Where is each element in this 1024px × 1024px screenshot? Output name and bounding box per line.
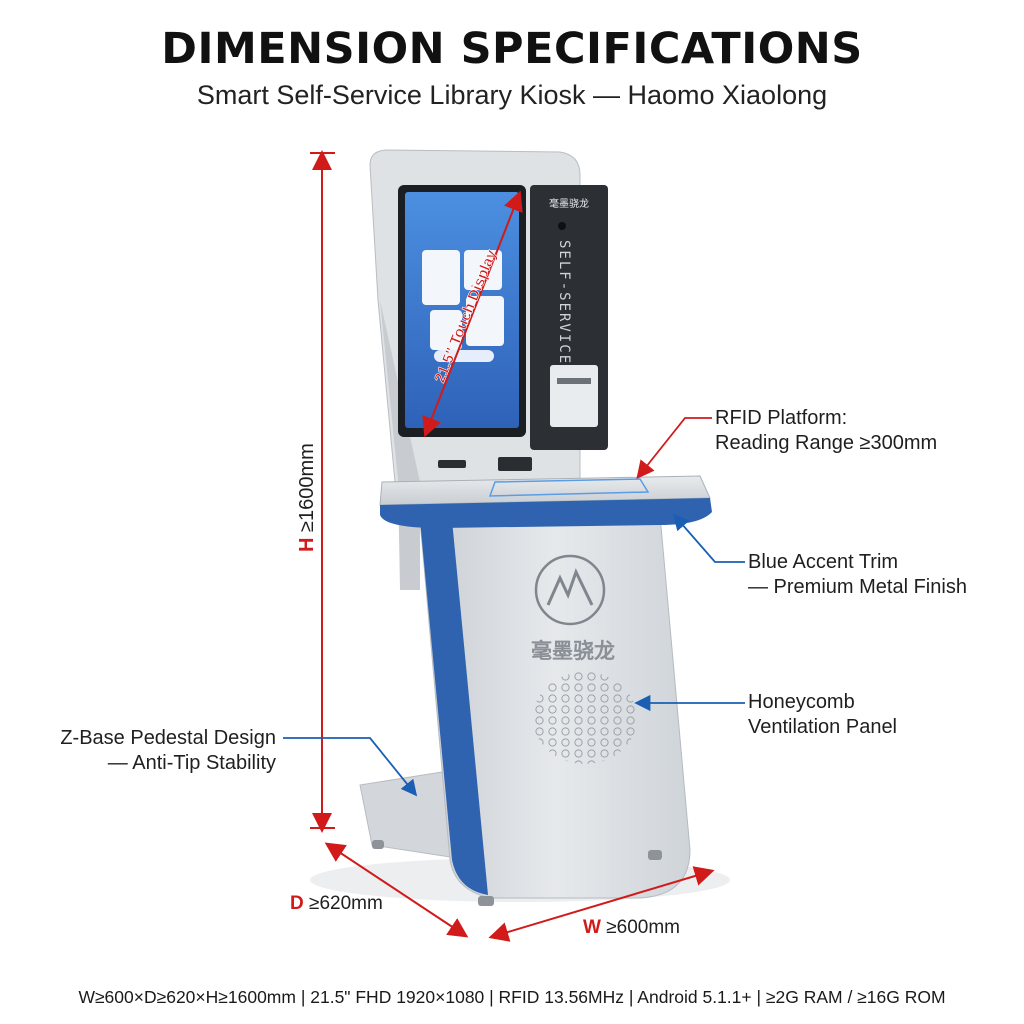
screen-diagonal-line bbox=[422, 190, 523, 438]
callout-vent-line-1: Honeycomb bbox=[748, 691, 855, 713]
receipt-slot bbox=[557, 378, 591, 384]
honeycomb-vent bbox=[533, 672, 637, 764]
callout-rfid-line-1: RFID Platform: bbox=[715, 407, 848, 429]
width-letter: W bbox=[583, 917, 601, 938]
depth-letter: D bbox=[290, 893, 304, 914]
width-dimension-label: W ≥600mm bbox=[583, 917, 680, 939]
callout-base-line-1: Z-Base Pedestal Design bbox=[60, 727, 276, 749]
callout-trim-line-2: — Premium Metal Finish bbox=[748, 576, 967, 598]
side-camera bbox=[558, 222, 566, 230]
rfid-pad bbox=[488, 478, 650, 497]
card-slot-left bbox=[438, 460, 466, 468]
page-title: DIMENSION SPECIFICATIONS bbox=[161, 24, 863, 74]
width-dim-line bbox=[488, 866, 715, 942]
callout-trim: Blue Accent Trim — Premium Metal Finish bbox=[748, 550, 967, 600]
receipt-printer bbox=[550, 365, 598, 427]
side-panel-brand: 毫墨骁龙 bbox=[549, 197, 589, 210]
callout-base: Z-Base Pedestal Design — Anti-Tip Stabil… bbox=[20, 726, 276, 776]
callout-vent-line-2: Ventilation Panel bbox=[748, 716, 898, 738]
callout-rfid: RFID Platform: Reading Range ≥300mm bbox=[715, 406, 937, 456]
width-value: ≥600mm bbox=[606, 917, 681, 938]
spec-footer: W≥600×D≥620×H≥1600mm | 21.5" FHD 1920×10… bbox=[78, 987, 946, 1007]
page-subtitle: Smart Self-Service Library Kiosk — Haomo… bbox=[196, 80, 828, 110]
callout-trim-line-1: Blue Accent Trim bbox=[748, 551, 899, 573]
callout-base-line-2: — Anti-Tip Stability bbox=[107, 752, 276, 774]
pedestal-brand: 毫墨骁龙 bbox=[531, 639, 615, 663]
rfid-leader bbox=[636, 417, 712, 480]
height-dimension-label: H ≥1600mm bbox=[296, 443, 319, 552]
foot-right bbox=[648, 850, 662, 860]
rfid-shelf-trim bbox=[380, 498, 712, 528]
card-slot-right bbox=[498, 457, 532, 471]
pedestal-logo bbox=[534, 554, 606, 626]
foot-left bbox=[478, 896, 494, 906]
base-leader bbox=[283, 737, 418, 797]
screen-tile-1 bbox=[422, 250, 460, 305]
depth-dim-line bbox=[324, 842, 469, 938]
side-panel-text: SELF-SERVICE bbox=[556, 240, 572, 365]
height-letter: H bbox=[296, 537, 318, 552]
callout-vent: Honeycomb Ventilation Panel bbox=[748, 690, 897, 740]
logo-mountain bbox=[546, 568, 594, 606]
trim-leader bbox=[672, 513, 745, 563]
callout-rfid-line-2: Reading Range ≥300mm bbox=[715, 432, 938, 454]
pedestal-blue-strip bbox=[420, 520, 488, 895]
depth-value: ≥620mm bbox=[309, 893, 383, 914]
foot-base bbox=[372, 840, 384, 849]
height-value: ≥1600mm bbox=[296, 443, 318, 532]
depth-dimension-label: D ≥620mm bbox=[290, 893, 383, 915]
